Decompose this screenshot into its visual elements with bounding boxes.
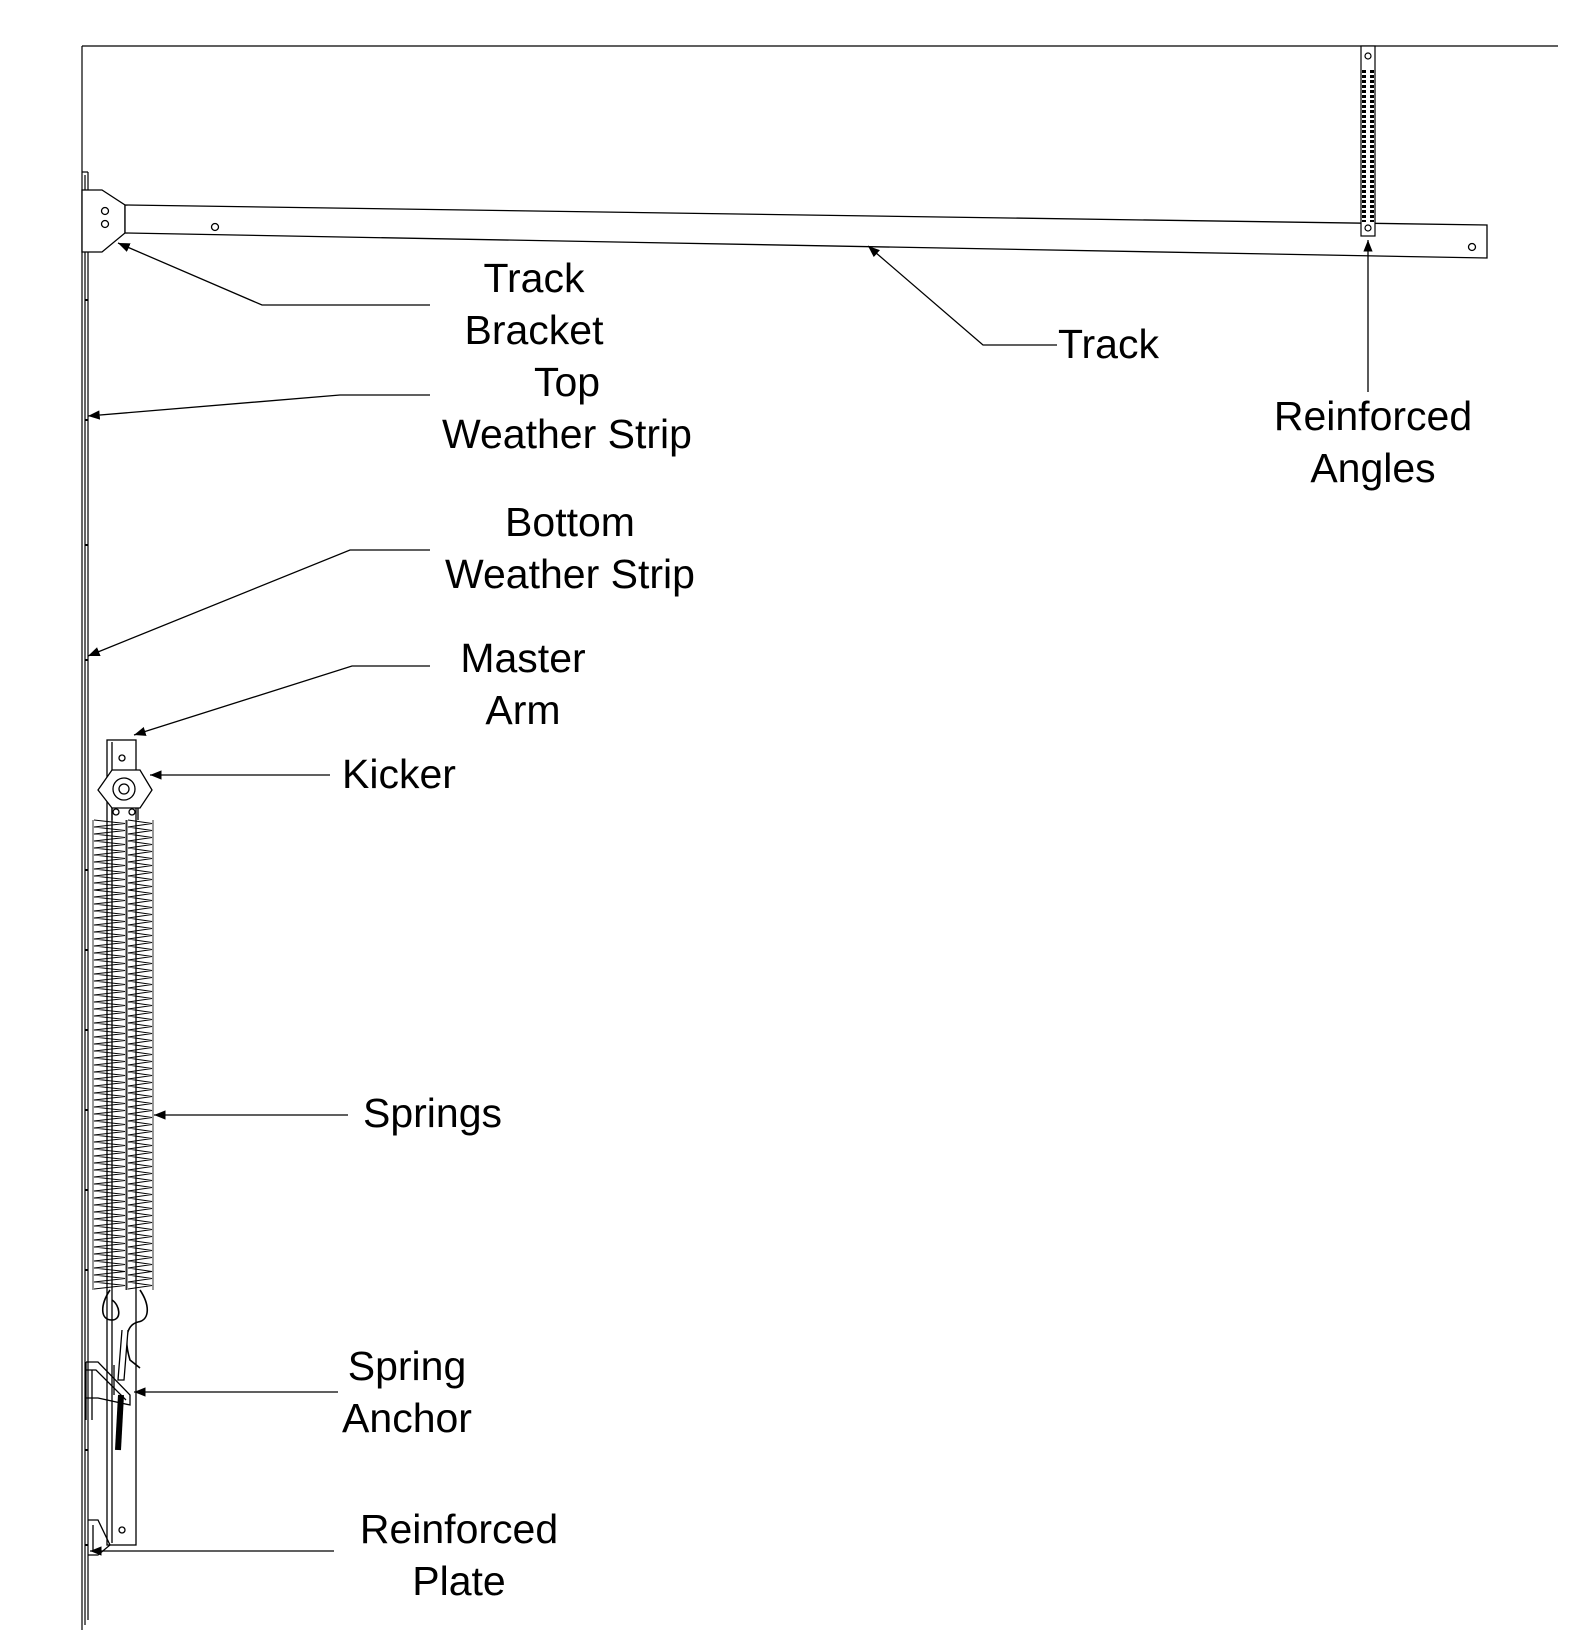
label-master-arm: Master Arm — [460, 635, 586, 733]
door-edge — [82, 171, 89, 1625]
label-reinforced-plate: Reinforced Plate — [359, 1506, 559, 1604]
master-arm-shape — [106, 739, 137, 1546]
leader-track-bracket — [117, 242, 430, 306]
kicker-shape — [97, 769, 153, 816]
reinforced-angles-shape — [1360, 45, 1376, 237]
track-shape — [124, 204, 1488, 259]
label-track: Track — [1058, 321, 1159, 367]
leader-top-weather-strip — [87, 394, 430, 420]
spring-anchor-shape — [85, 1361, 131, 1420]
leader-lines — [87, 240, 1373, 1556]
label-top-weather-strip: Top Weather Strip — [442, 359, 692, 457]
label-springs: Springs — [363, 1090, 503, 1136]
label-reinforced-angles: Reinforced Angles — [1273, 393, 1473, 491]
leader-bottom-weather-strip — [87, 549, 430, 657]
leader-track — [867, 245, 1057, 346]
track-bracket-shape — [81, 189, 126, 253]
label-spring-anchor: Spring Anchor — [342, 1343, 472, 1441]
leader-master-arm — [133, 665, 430, 736]
springs-shape — [92, 808, 154, 1451]
label-kicker: Kicker — [342, 751, 456, 797]
label-bottom-weather-strip: Bottom Weather Strip — [445, 499, 695, 597]
label-track-bracket: Track Bracket — [464, 255, 604, 353]
